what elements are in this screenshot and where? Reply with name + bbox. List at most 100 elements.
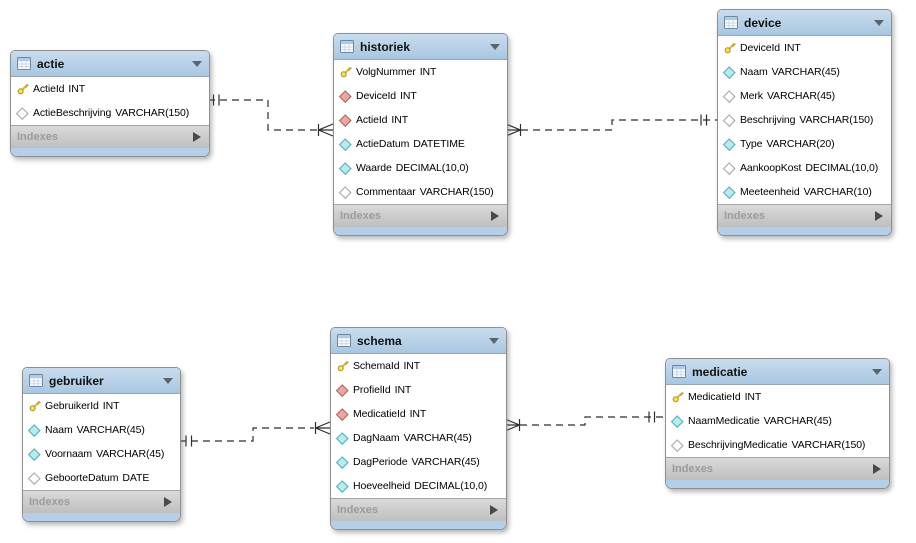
- relationship-line[interactable]: [208, 99, 317, 131]
- indexes-bar[interactable]: Indexes: [331, 498, 506, 521]
- column-row[interactable]: SchemaId INT: [331, 354, 506, 378]
- column-name: BeschrijvingMedicatie: [688, 439, 788, 451]
- table-header[interactable]: gebruiker: [23, 368, 180, 394]
- column-type: VARCHAR(45): [766, 90, 836, 102]
- column-name: Hoeveelheid: [353, 480, 411, 492]
- relationship-historiek-device[interactable]: [505, 114, 717, 137]
- nullable-column-icon: [671, 438, 684, 452]
- collapse-arrow-icon[interactable]: [489, 337, 499, 344]
- column-name: ActieDatum: [356, 138, 410, 150]
- column-name: GebruikerId: [45, 400, 99, 412]
- column-type: INT: [403, 360, 421, 372]
- column-row[interactable]: ActieId INT: [11, 77, 209, 101]
- table-icon: [724, 16, 738, 29]
- column-row[interactable]: MedicatieId INT: [666, 385, 889, 409]
- column-row[interactable]: GebruikerId INT: [23, 394, 180, 418]
- collapse-arrow-icon[interactable]: [192, 60, 202, 67]
- relationship-actie-historiek[interactable]: [208, 94, 334, 137]
- column-row[interactable]: Naam VARCHAR(45): [718, 60, 891, 84]
- column-row[interactable]: Commentaar VARCHAR(150): [334, 180, 507, 204]
- column-row[interactable]: DeviceId INT: [718, 36, 891, 60]
- column-type: INT: [419, 66, 437, 78]
- table-medicatie[interactable]: medicatie MedicatieId INT NaamMedicatie …: [665, 358, 890, 489]
- expand-arrow-icon[interactable]: [491, 211, 499, 221]
- indexes-bar[interactable]: Indexes: [334, 204, 507, 227]
- expand-arrow-icon[interactable]: [873, 464, 881, 474]
- crow-foot-many-marker: [314, 421, 331, 435]
- column-name: MedicatieId: [353, 408, 406, 420]
- relationship-line[interactable]: [179, 427, 314, 442]
- table-historiek[interactable]: historiek VolgNummer INT DeviceId INT Ac…: [333, 33, 508, 236]
- table-header[interactable]: historiek: [334, 34, 507, 60]
- not-null-column-icon: [336, 455, 349, 469]
- column-row[interactable]: ActieBeschrijving VARCHAR(150): [11, 101, 209, 125]
- column-row[interactable]: Voornaam VARCHAR(45): [23, 442, 180, 466]
- table-header[interactable]: actie: [11, 51, 209, 77]
- not-null-column-icon: [723, 185, 736, 199]
- column-row[interactable]: ActieId INT: [334, 108, 507, 132]
- primary-key-icon: [671, 391, 684, 403]
- indexes-bar[interactable]: Indexes: [718, 204, 891, 227]
- table-gebruiker[interactable]: gebruiker GebruikerId INT Naam VARCHAR(4…: [22, 367, 181, 522]
- column-row[interactable]: DagNaam VARCHAR(45): [331, 426, 506, 450]
- column-name: Naam: [45, 424, 73, 436]
- not-null-column-icon: [336, 479, 349, 493]
- expand-arrow-icon[interactable]: [164, 497, 172, 507]
- relationship-schema-medicatie[interactable]: [504, 411, 665, 432]
- column-row[interactable]: ProfielId INT: [331, 378, 506, 402]
- column-row[interactable]: Beschrijving VARCHAR(150): [718, 108, 891, 132]
- column-row[interactable]: Type VARCHAR(20): [718, 132, 891, 156]
- column-type: INT: [102, 400, 120, 412]
- table-bottom-strip: [331, 521, 506, 529]
- collapse-arrow-icon[interactable]: [872, 368, 882, 375]
- column-row[interactable]: DeviceId INT: [334, 84, 507, 108]
- foreign-key-icon: [339, 89, 352, 103]
- indexes-label: Indexes: [337, 504, 378, 516]
- expand-arrow-icon[interactable]: [193, 132, 201, 142]
- column-name: ProfielId: [353, 384, 391, 396]
- table-header[interactable]: medicatie: [666, 359, 889, 385]
- table-device[interactable]: device DeviceId INT Naam VARCHAR(45) Mer…: [717, 9, 892, 236]
- column-type: VARCHAR(45): [763, 415, 832, 427]
- relationship-gebruiker-schema[interactable]: [179, 421, 331, 447]
- column-row[interactable]: Hoeveelheid DECIMAL(10,0): [331, 474, 506, 498]
- indexes-bar[interactable]: Indexes: [11, 125, 209, 148]
- not-null-column-icon: [723, 137, 736, 151]
- column-row[interactable]: Waarde DECIMAL(10,0): [334, 156, 507, 180]
- indexes-bar[interactable]: Indexes: [666, 457, 889, 480]
- relationship-line[interactable]: [521, 119, 717, 131]
- column-name: ActieId: [356, 114, 388, 126]
- column-row[interactable]: ActieDatum DATETIME: [334, 132, 507, 156]
- column-row[interactable]: Meeteenheid VARCHAR(10): [718, 180, 891, 204]
- expand-arrow-icon[interactable]: [875, 211, 883, 221]
- crow-foot-many-marker: [504, 418, 521, 432]
- collapse-arrow-icon[interactable]: [874, 19, 884, 26]
- collapse-arrow-icon[interactable]: [163, 377, 173, 384]
- column-type: INT: [400, 90, 417, 102]
- column-row[interactable]: Merk VARCHAR(45): [718, 84, 891, 108]
- column-row[interactable]: GeboorteDatum DATE: [23, 466, 180, 490]
- table-schema[interactable]: schema SchemaId INT ProfielId INT Medica…: [330, 327, 507, 530]
- relationship-line[interactable]: [520, 416, 665, 426]
- column-row[interactable]: MedicatieId INT: [331, 402, 506, 426]
- column-row[interactable]: BeschrijvingMedicatie VARCHAR(150): [666, 433, 889, 457]
- indexes-label: Indexes: [340, 210, 381, 222]
- column-row[interactable]: DagPeriode VARCHAR(45): [331, 450, 506, 474]
- table-actie[interactable]: actie ActieId INT ActieBeschrijving VARC…: [10, 50, 210, 157]
- indexes-bar[interactable]: Indexes: [23, 490, 180, 513]
- column-row[interactable]: NaamMedicatie VARCHAR(45): [666, 409, 889, 433]
- column-type: DATETIME: [413, 138, 465, 150]
- column-type: INT: [394, 384, 412, 396]
- column-name: AankoopKost: [740, 162, 802, 174]
- table-header[interactable]: device: [718, 10, 891, 36]
- column-name: Commentaar: [356, 186, 416, 198]
- expand-arrow-icon[interactable]: [490, 505, 498, 515]
- table-header[interactable]: schema: [331, 328, 506, 354]
- column-row[interactable]: VolgNummer INT: [334, 60, 507, 84]
- indexes-label: Indexes: [29, 496, 70, 508]
- collapse-arrow-icon[interactable]: [490, 43, 500, 50]
- column-row[interactable]: Naam VARCHAR(45): [23, 418, 180, 442]
- column-row[interactable]: AankoopKost DECIMAL(10,0): [718, 156, 891, 180]
